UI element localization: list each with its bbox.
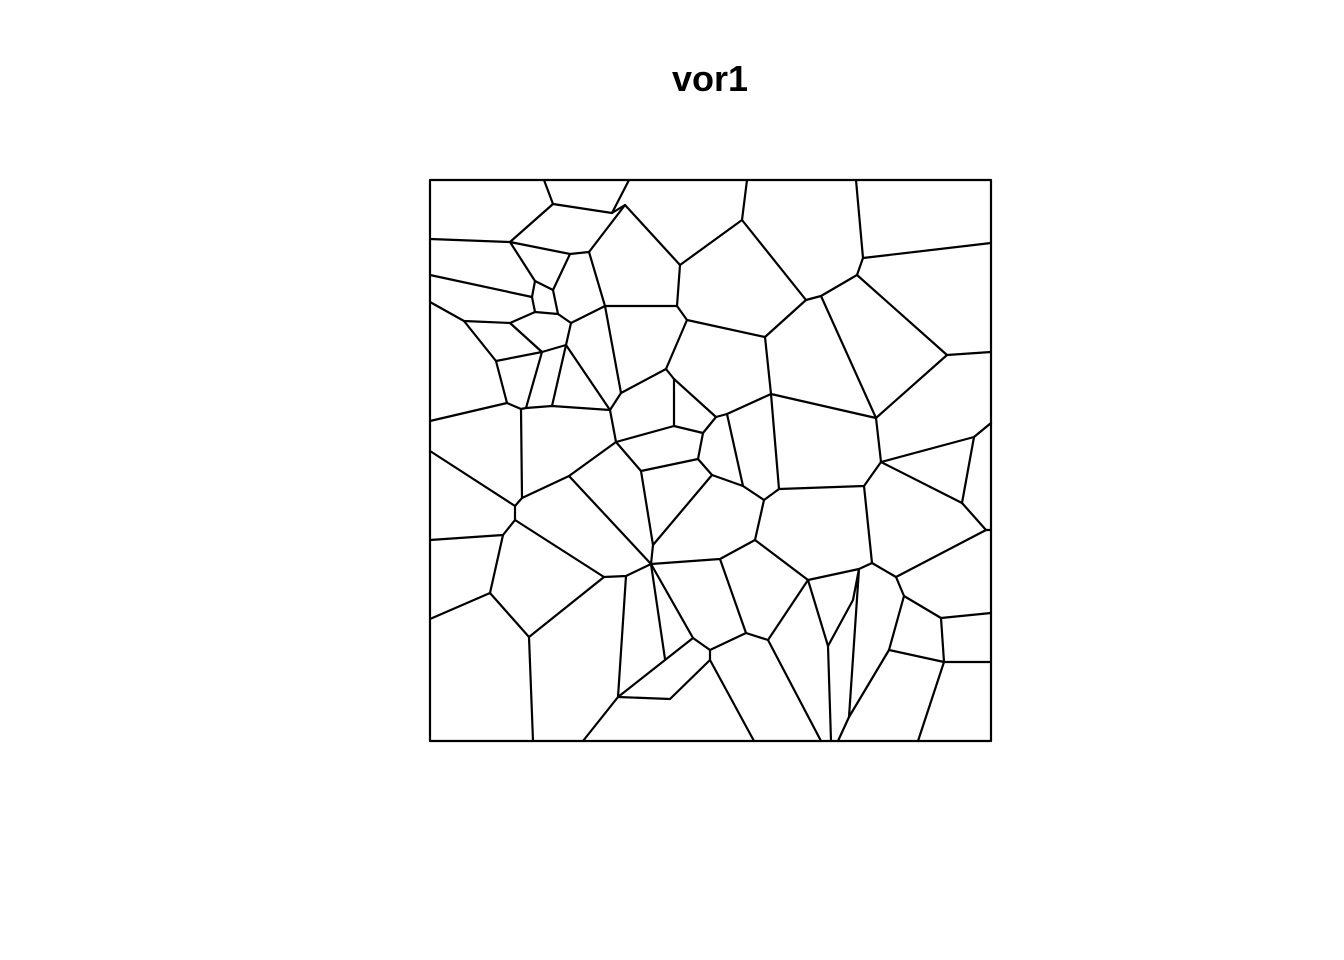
voronoi-cell-edges (428, 178, 993, 743)
plot-title: vor1 (671, 58, 749, 99)
map-boundary (428, 178, 993, 743)
